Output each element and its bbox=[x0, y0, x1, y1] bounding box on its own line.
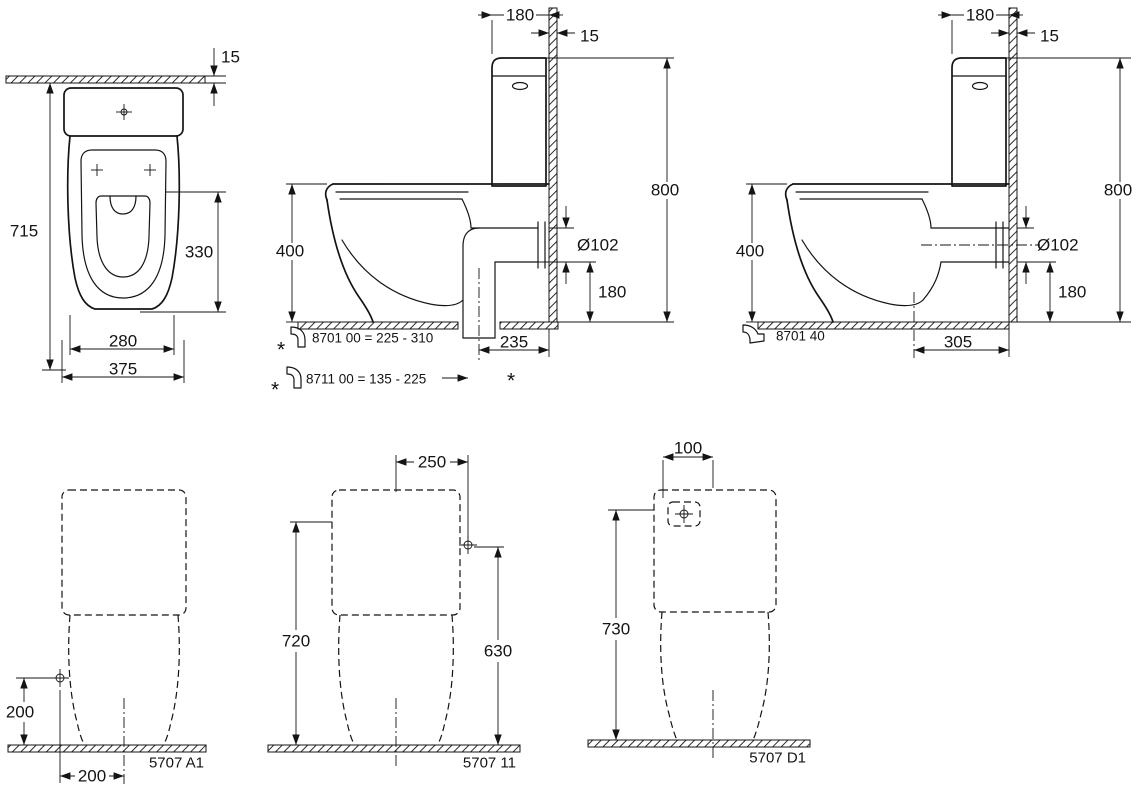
bowl-outline bbox=[66, 135, 181, 310]
cistern-dashed-outline bbox=[653, 489, 777, 613]
dim-label-cutout-width: 100 bbox=[674, 439, 702, 458]
rear-11-linework bbox=[267, 455, 521, 768]
dim-label-outlet-height: 180 bbox=[1058, 283, 1086, 302]
dim-label-outlet-diameter: Ø102 bbox=[1037, 236, 1079, 255]
pipe-adapter-icon bbox=[290, 326, 306, 348]
body-dashed-outline bbox=[338, 614, 356, 746]
crosshair-icon bbox=[116, 104, 132, 120]
rear-a1-linework bbox=[7, 489, 207, 784]
cistern-dashed-outline bbox=[61, 489, 187, 616]
rear-d1-linework bbox=[587, 453, 811, 760]
body-dashed-outline bbox=[752, 611, 770, 741]
model-number: 5707 D1 bbox=[749, 750, 806, 767]
asterisk-note: * bbox=[277, 339, 285, 362]
adapter-note-2: 8711 00 = 135 - 225 bbox=[306, 372, 426, 387]
asterisk-note: * bbox=[271, 379, 279, 402]
dim-label-overall-height: 715 bbox=[10, 222, 38, 241]
rear-view-11: 250 720 630 5707 11 bbox=[267, 453, 521, 772]
dim-label-rim-height: 400 bbox=[736, 242, 764, 261]
supply-cutout-dashed-outline bbox=[667, 501, 701, 527]
body-dashed-outline bbox=[162, 614, 180, 746]
floor-hatch-band bbox=[7, 744, 207, 753]
wall-hatch-band bbox=[1008, 7, 1018, 323]
rear-view-a1: 200 200 5707 A1 bbox=[6, 489, 207, 786]
floor-hatch-band bbox=[297, 321, 459, 330]
dim-label-supply-height: 200 bbox=[6, 703, 34, 722]
floor-hatch-band bbox=[757, 321, 1010, 330]
side-view-bottom-outlet: 180 15 800 400 Ø102 180 235 * * * 8701 0… bbox=[271, 6, 684, 402]
rear-view-d1: 100 730 5707 D1 bbox=[587, 439, 811, 767]
adapter-note-1: 8701 00 = 225 - 310 bbox=[312, 331, 433, 346]
dim-label-overall-height: 720 bbox=[282, 632, 310, 651]
pipe-adapter-icon bbox=[286, 366, 302, 389]
side-wall-linework bbox=[742, 7, 1131, 358]
side-bottom-linework bbox=[286, 7, 674, 389]
dim-label-seat-length: 330 bbox=[185, 243, 213, 262]
floor-hatch-band bbox=[499, 321, 559, 330]
asterisk-note: * bbox=[507, 370, 515, 393]
dim-label-overall-width: 375 bbox=[109, 360, 137, 379]
cistern-outline bbox=[63, 87, 184, 137]
model-number: 5707 11 bbox=[463, 755, 516, 772]
wall-hatch-band bbox=[5, 75, 206, 84]
dim-label-rim-height: 400 bbox=[276, 242, 304, 261]
dim-label-supply-height: 730 bbox=[602, 620, 630, 639]
cistern-dashed-outline bbox=[331, 489, 461, 616]
flush-inlet-outline bbox=[109, 195, 137, 215]
adapter-note: 8701 40 bbox=[776, 329, 825, 344]
seat-outline bbox=[80, 149, 167, 299]
flush-button-icon bbox=[971, 81, 989, 91]
side-view-wall-outlet: 180 15 800 400 Ø102 180 305 8701 40 bbox=[731, 6, 1137, 358]
body-dashed-outline bbox=[660, 611, 678, 741]
seat-fixing-cross-icon bbox=[91, 164, 156, 176]
dim-label-wall-thickness: 15 bbox=[580, 27, 599, 46]
pipe-adapter-icon bbox=[742, 324, 765, 344]
supply-connection-cross-icon bbox=[459, 536, 477, 554]
wall-hatch-band bbox=[548, 7, 558, 323]
dim-label-outlet-height: 180 bbox=[598, 283, 626, 302]
dim-label-outlet-diameter: Ø102 bbox=[577, 236, 619, 255]
front-view-linework bbox=[5, 48, 226, 383]
floor-hatch-band bbox=[267, 744, 521, 753]
supply-connection-cross-icon bbox=[51, 669, 69, 687]
front-view: 15 715 330 280 375 bbox=[5, 48, 240, 383]
dim-label-wall-thickness: 15 bbox=[1040, 27, 1059, 46]
dim-label-cistern-depth: 180 bbox=[506, 6, 534, 25]
dim-label-tank-offset: 250 bbox=[418, 453, 446, 472]
cistern-outline bbox=[491, 57, 547, 187]
body-dashed-outline bbox=[68, 614, 86, 746]
cistern-outline bbox=[951, 57, 1007, 187]
dim-label-overall-height: 800 bbox=[651, 181, 679, 200]
bowl-opening-outline bbox=[95, 195, 151, 278]
dim-label-wall-gap: 15 bbox=[221, 48, 240, 67]
dim-label-overall-height: 800 bbox=[1104, 181, 1132, 200]
dim-label-supply-offset: 200 bbox=[78, 767, 106, 786]
flush-button-icon bbox=[511, 81, 529, 91]
body-dashed-outline bbox=[436, 614, 454, 746]
supply-connection-cross-icon bbox=[675, 505, 693, 523]
dim-label-outlet-offset: 305 bbox=[944, 333, 972, 352]
model-number: 5707 A1 bbox=[149, 755, 204, 772]
dim-label-cistern-depth: 180 bbox=[966, 6, 994, 25]
dim-label-base-width: 280 bbox=[109, 332, 137, 351]
dim-label-outlet-offset: 235 bbox=[500, 333, 528, 352]
floor-hatch-band bbox=[587, 739, 811, 748]
dim-label-supply-height: 630 bbox=[484, 642, 512, 661]
